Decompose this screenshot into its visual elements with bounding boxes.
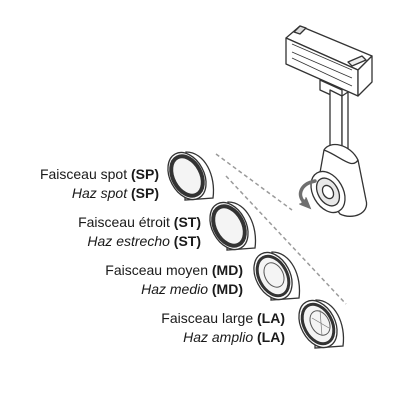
label-spot-code-es: (SP) bbox=[131, 185, 159, 201]
label-narrow-code-es: (ST) bbox=[173, 233, 201, 249]
lens-la bbox=[298, 299, 345, 349]
rotate-arrow-icon bbox=[298, 179, 317, 210]
label-wide-es: Haz amplio bbox=[183, 329, 254, 345]
label-narrow-code: (ST) bbox=[173, 214, 201, 230]
label-wide-code-es: (LA) bbox=[257, 329, 285, 345]
dashed-guide bbox=[215, 153, 347, 305]
label-medium: Faisceau moyen (MD) Haz medio (MD) bbox=[105, 261, 243, 299]
label-wide-code: (LA) bbox=[257, 310, 285, 326]
lens-sp bbox=[167, 151, 215, 201]
label-medium-code: (MD) bbox=[211, 262, 243, 278]
label-medium-es: Haz medio bbox=[141, 281, 208, 297]
label-narrow-fr: Faisceau étroit bbox=[78, 214, 170, 230]
track-spotlight bbox=[285, 25, 373, 217]
label-spot-code: (SP) bbox=[131, 166, 159, 182]
label-narrow: Faisceau étroit (ST) Haz estrecho (ST) bbox=[78, 213, 201, 251]
label-medium-fr: Faisceau moyen bbox=[105, 262, 208, 278]
label-wide: Faisceau large (LA) Haz amplio (LA) bbox=[161, 309, 285, 347]
track-adapter bbox=[285, 25, 373, 101]
label-wide-fr: Faisceau large bbox=[161, 310, 254, 326]
label-narrow-es: Haz estrecho bbox=[87, 233, 170, 249]
label-spot-es: Haz spot bbox=[71, 185, 128, 201]
label-spot: Faisceau spot (SP) Haz spot (SP) bbox=[40, 165, 159, 203]
lens-md bbox=[253, 251, 301, 301]
label-spot-fr: Faisceau spot bbox=[39, 166, 128, 182]
lens-st bbox=[209, 201, 257, 251]
spotlight-body bbox=[310, 143, 368, 217]
spotlight-stem bbox=[329, 89, 349, 155]
label-medium-code-es: (MD) bbox=[211, 281, 243, 297]
